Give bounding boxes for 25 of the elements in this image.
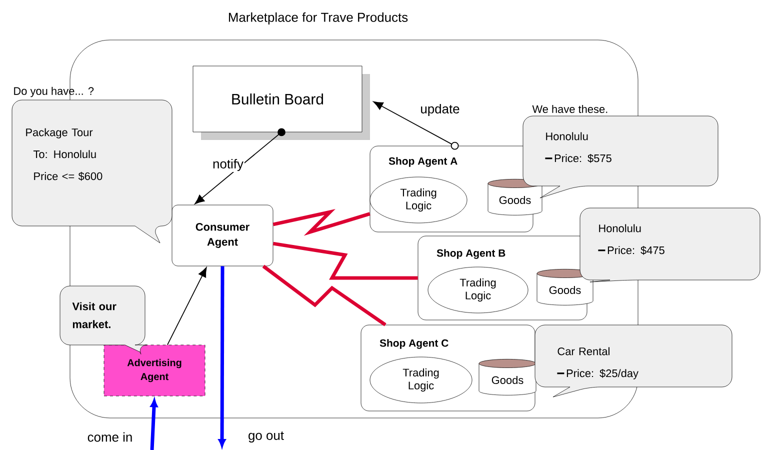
lightning-bolt bbox=[262, 264, 386, 326]
arrow bbox=[150, 399, 158, 450]
edge-label: notify bbox=[213, 158, 244, 172]
edge-label: update bbox=[421, 104, 460, 116]
advertising-agent-box: Advertising Agent bbox=[104, 344, 206, 396]
speech-bubble: Visit our market. bbox=[60, 286, 148, 354]
arrow bbox=[166, 267, 207, 346]
arrow bbox=[218, 266, 226, 447]
bulletin-board-box: Bulletin Board bbox=[192, 66, 362, 132]
arrow bbox=[373, 101, 459, 150]
lightning-bolt bbox=[272, 209, 370, 236]
goods-cylinder: Goods bbox=[488, 178, 542, 216]
consumer-agent-box: Consumer Agent bbox=[172, 204, 274, 266]
speech-bubble: Car Rental Price: $25/day bbox=[534, 324, 732, 398]
speech-bubble: Honolulu Price: $475 bbox=[580, 208, 760, 282]
goods-cylinder: Goods bbox=[536, 268, 594, 306]
node-label: Marketplace for Trave Products bbox=[228, 12, 408, 24]
callout-caption: We have these. bbox=[532, 104, 608, 114]
speech-bubble: Package Tour To: Honolulu Price <= $600 bbox=[12, 100, 172, 244]
goods-cylinder: Goods bbox=[478, 358, 536, 396]
edge-label: go out bbox=[248, 431, 284, 443]
arrow bbox=[194, 128, 286, 204]
callout-caption: Do you have... ? bbox=[14, 86, 94, 98]
edge-label: come in bbox=[88, 432, 132, 442]
lightning-bolt bbox=[272, 242, 418, 280]
